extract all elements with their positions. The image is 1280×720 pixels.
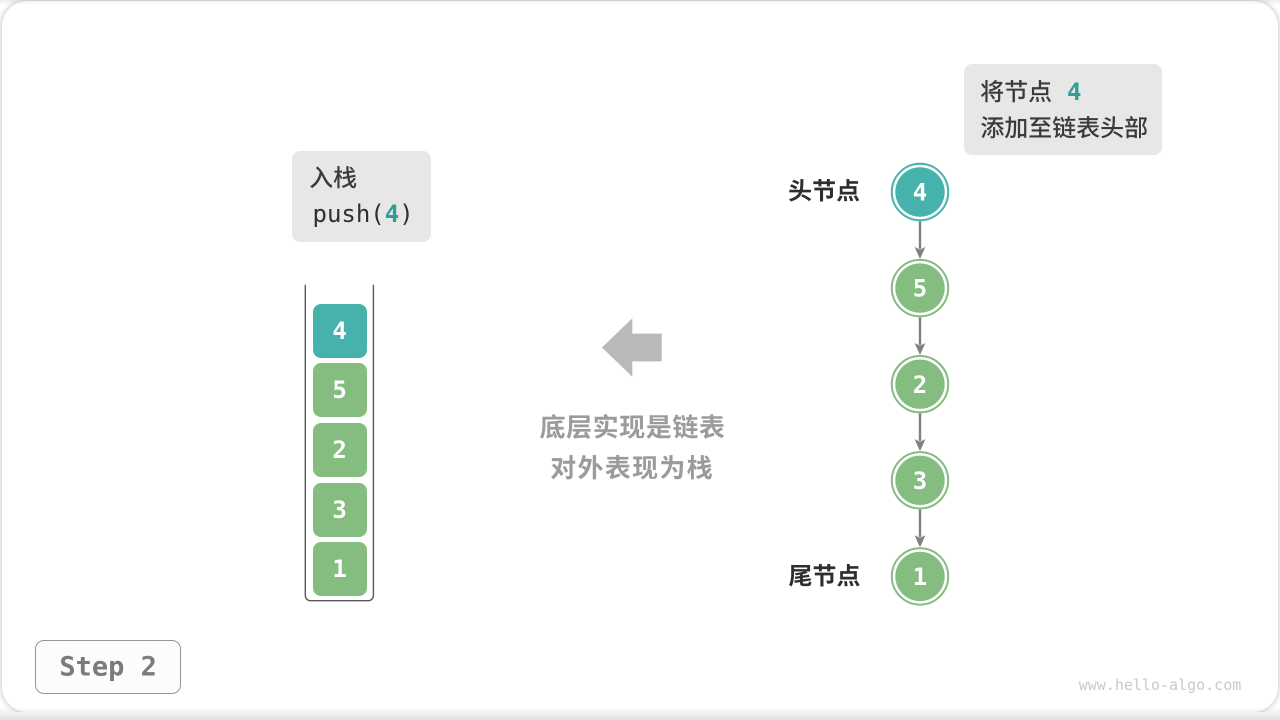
push-code-arg: 4 [384, 199, 400, 228]
caption-line1-glyphs [539, 414, 725, 439]
head-node-label-glyphs [788, 178, 859, 202]
transform-left-arrow-icon [602, 318, 662, 377]
step-badge: Step 2 [35, 639, 181, 694]
stack-item-4: 1 [312, 542, 367, 597]
list-node-value: 5 [913, 275, 927, 303]
list-arrow-0 [914, 221, 926, 259]
list-node-2: 2 [890, 355, 950, 414]
list-arrow-2 [914, 413, 926, 452]
list-node-4: 1 [890, 547, 950, 606]
stack-item-value: 1 [332, 555, 347, 584]
push-code: push(4) [313, 202, 414, 226]
list-node-1: 5 [890, 258, 950, 318]
stack-item-0: 4 [312, 303, 367, 358]
note-line2-glyphs [981, 115, 1148, 138]
stack-item-2: 2 [312, 423, 367, 477]
list-node-value: 2 [913, 371, 927, 399]
note-line1-glyphs [981, 79, 1052, 102]
list-node-value: 3 [913, 467, 927, 495]
tail-node-label-glyphs [788, 563, 860, 587]
list-node-3: 3 [890, 451, 950, 510]
list-node-value: 1 [913, 563, 927, 591]
stack-item-value: 2 [332, 436, 347, 464]
push-code-suffix: ) [399, 199, 414, 228]
stack-item-value: 5 [332, 376, 347, 405]
stack-item-1: 5 [312, 363, 367, 418]
top-shade [0, 0, 1280, 5]
bottom-shade [0, 707, 1280, 720]
list-node-0: 4 [890, 162, 950, 222]
push-code-prefix: push( [312, 199, 385, 228]
push-operation-box [291, 150, 431, 242]
list-node-value: 4 [913, 179, 927, 207]
stack-container [304, 284, 375, 602]
stack-item-value: 4 [332, 316, 347, 345]
stack-item-3: 3 [312, 482, 367, 537]
step-badge-label: Step 2 [59, 651, 157, 682]
caption-line2-glyphs [550, 455, 712, 480]
watermark: www.hello-algo.com [1078, 676, 1242, 694]
list-arrow-3 [914, 509, 926, 548]
stack-item-value: 3 [332, 495, 347, 524]
note-value: 4 [1067, 78, 1082, 106]
list-arrow-1 [914, 317, 926, 355]
push-box-title-glyphs [310, 166, 357, 189]
note-box [964, 64, 1162, 155]
